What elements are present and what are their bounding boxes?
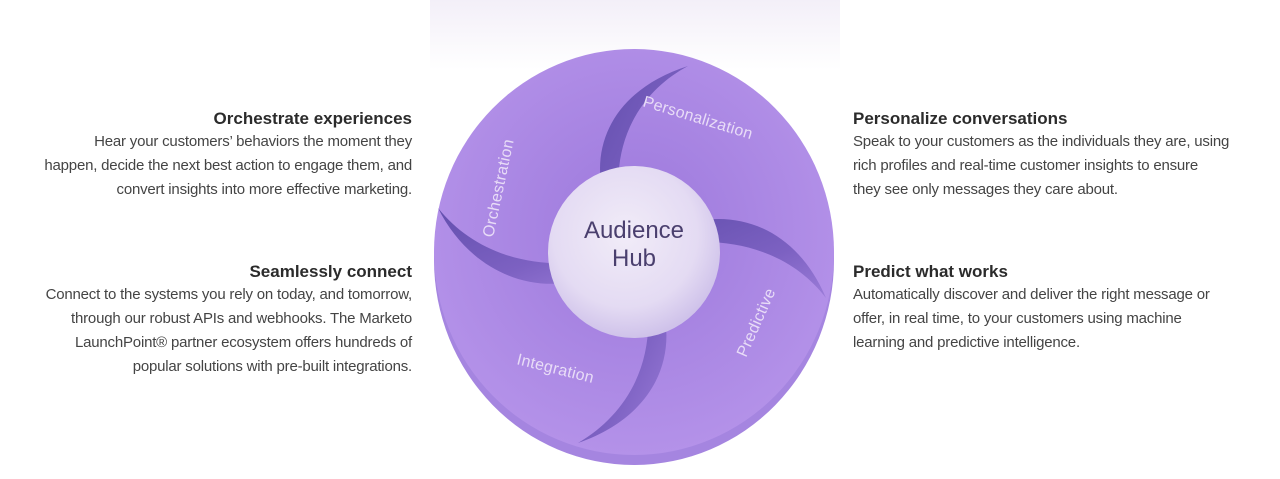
personalize-line: they see only messages they care about. bbox=[853, 181, 1118, 198]
hub-circle bbox=[548, 166, 720, 338]
predict-line: Automatically discover and deliver the r… bbox=[853, 286, 1210, 303]
connect-line: Connect to the systems you rely on today… bbox=[45, 286, 413, 303]
predict-title: Predict what works bbox=[853, 262, 1008, 281]
personalize-title: Personalize conversations bbox=[853, 109, 1068, 128]
predict-line: offer, in real time, to your customers u… bbox=[853, 310, 1182, 327]
personalize-block: Personalize conversations Speak to your … bbox=[853, 108, 1273, 202]
audience-hub-wheel: Audience Hub Personalization Predictive … bbox=[434, 49, 834, 465]
predict-line: learning and predictive intelligence. bbox=[853, 334, 1080, 351]
orchestrate-line: convert insights into more effective mar… bbox=[116, 181, 413, 198]
predict-block: Predict what works Automatically discove… bbox=[853, 261, 1273, 355]
swirl-band-top bbox=[600, 66, 688, 252]
personalize-line: rich profiles and real-time customer ins… bbox=[853, 157, 1198, 174]
orchestrate-block: Orchestrate experiences Hear your custom… bbox=[0, 108, 412, 202]
hub-label-line1: Audience bbox=[584, 217, 684, 244]
orchestrate-title: Orchestrate experiences bbox=[213, 109, 412, 128]
orchestrate-line: Hear your customers’ behaviors the momen… bbox=[94, 133, 412, 150]
connect-line: popular solutions with pre-built integra… bbox=[132, 358, 412, 375]
connect-line: LaunchPoint® partner ecosystem offers hu… bbox=[74, 334, 412, 351]
hub-label-line2: Hub bbox=[612, 245, 656, 272]
connect-line: through our robust APIs and webhooks. Th… bbox=[71, 310, 412, 327]
connect-block: Seamlessly connect Connect to the system… bbox=[0, 261, 413, 379]
swirl-band-bottom bbox=[578, 252, 667, 443]
orchestrate-line: happen, decide the next best action to e… bbox=[44, 157, 412, 174]
connect-title: Seamlessly connect bbox=[249, 262, 412, 281]
personalize-line: Speak to your customers as the individua… bbox=[853, 133, 1230, 150]
